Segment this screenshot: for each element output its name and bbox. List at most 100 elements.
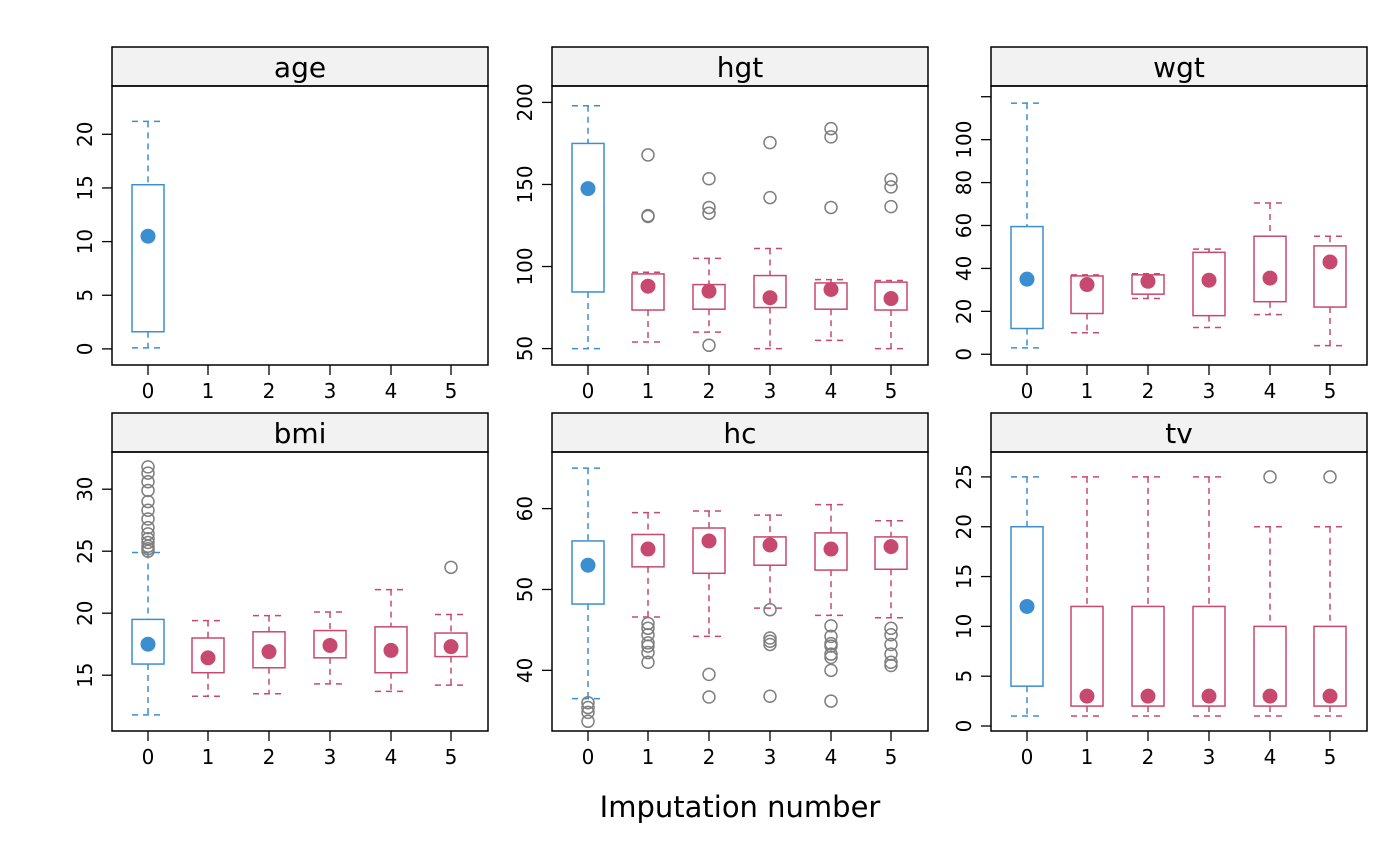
x-tick-label: 3 — [1203, 379, 1216, 403]
median-point — [1262, 688, 1278, 704]
outlier-point — [141, 527, 155, 541]
median-point — [140, 636, 156, 652]
box-hgt-4 — [814, 121, 848, 342]
outlier-point — [763, 637, 777, 652]
y-tick-label: 200 — [513, 83, 537, 121]
median-point — [1140, 688, 1156, 704]
x-axis-label: Imputation number — [600, 790, 881, 824]
box-bmi-4 — [374, 588, 408, 693]
box-hgt-1 — [631, 148, 665, 343]
box-wgt-3 — [1192, 248, 1226, 329]
y-tick-label: 5 — [952, 670, 976, 683]
box-hc-0 — [571, 467, 605, 729]
x-tick-label: 0 — [582, 745, 595, 769]
x-tick-label: 1 — [642, 745, 655, 769]
outlier-point — [702, 200, 716, 215]
outlier-point — [824, 647, 838, 661]
outlier-point — [141, 512, 155, 526]
panel-strip — [551, 46, 929, 87]
x-tick-label: 0 — [582, 379, 595, 403]
y-tick-label: 15 — [952, 564, 976, 589]
iqr-box — [753, 274, 787, 309]
box-tv-2 — [1131, 476, 1165, 717]
outlier-point — [824, 121, 838, 136]
iqr-box — [874, 536, 908, 571]
median-point — [1201, 272, 1217, 288]
x-tick-label: 5 — [445, 379, 458, 403]
x-tick-label: 5 — [1324, 379, 1337, 403]
y-tick-label: 150 — [513, 165, 537, 203]
median-point — [701, 283, 717, 299]
box-wgt-1 — [1070, 274, 1104, 334]
iqr-box — [1313, 245, 1347, 308]
iqr-box — [1253, 235, 1287, 303]
outlier-point — [141, 466, 155, 480]
outlier-point — [884, 199, 898, 214]
y-tick-label: 60 — [952, 213, 976, 238]
iqr-box — [631, 533, 665, 568]
outlier-point — [763, 631, 777, 645]
outlier-point — [141, 460, 155, 474]
outlier-point — [824, 629, 838, 644]
y-tick-label: 25 — [73, 538, 97, 563]
box-hgt-2 — [692, 171, 726, 353]
outlier-point — [884, 621, 898, 636]
y-tick-label: 100 — [952, 121, 976, 159]
x-tick-label: 2 — [703, 745, 716, 769]
outlier-point — [702, 338, 716, 353]
box-tv-5 — [1313, 470, 1347, 717]
outlier-point — [824, 200, 838, 215]
iqr-box — [631, 273, 665, 311]
iqr-box — [1070, 275, 1104, 315]
iqr-box — [1253, 625, 1287, 707]
x-tick-label: 5 — [885, 379, 898, 403]
y-tick-label: 20 — [73, 600, 97, 625]
box-age-0 — [131, 120, 165, 349]
outlier-point — [824, 694, 838, 708]
panel-strip — [990, 46, 1368, 87]
y-tick-label: 80 — [952, 170, 976, 195]
x-tick-label: 2 — [263, 379, 276, 403]
outlier-point — [641, 621, 655, 636]
iqr-box — [374, 626, 408, 674]
plot-frame — [990, 85, 1368, 366]
y-tick-label: 15 — [73, 175, 97, 200]
panel-title: bmi — [274, 417, 327, 450]
x-tick-label: 3 — [764, 379, 777, 403]
box-tv-3 — [1192, 476, 1226, 717]
box-wgt-5 — [1313, 235, 1347, 347]
median-point — [640, 278, 656, 294]
x-tick-label: 3 — [324, 745, 337, 769]
x-tick-label: 4 — [825, 745, 838, 769]
plot-frame — [551, 85, 929, 366]
median-point — [383, 642, 399, 658]
outlier-point — [1323, 470, 1337, 484]
panel-strip — [111, 46, 489, 87]
panel-title: wgt — [1153, 51, 1205, 84]
iqr-box — [1131, 605, 1165, 707]
median-point — [1322, 254, 1338, 270]
panel-strip — [551, 412, 929, 453]
box-wgt-0 — [1010, 102, 1044, 349]
x-tick-label: 3 — [324, 379, 337, 403]
median-point — [443, 639, 459, 655]
outlier-point — [763, 602, 777, 617]
outlier-point — [702, 206, 716, 220]
x-tick-label: 2 — [1142, 379, 1155, 403]
outlier-point — [884, 655, 898, 670]
panel-title: hgt — [717, 51, 764, 84]
x-tick-label: 0 — [142, 745, 155, 769]
median-point — [1079, 688, 1095, 704]
iqr-box — [1010, 225, 1044, 330]
outlier-point — [763, 190, 777, 205]
outlier-point — [824, 663, 838, 678]
median-point — [200, 650, 216, 666]
x-tick-label: 5 — [1324, 745, 1337, 769]
iqr-box — [191, 637, 225, 674]
outlier-point — [641, 636, 655, 650]
panel-title: hc — [723, 417, 756, 450]
median-point — [883, 291, 899, 307]
median-point — [883, 539, 899, 555]
